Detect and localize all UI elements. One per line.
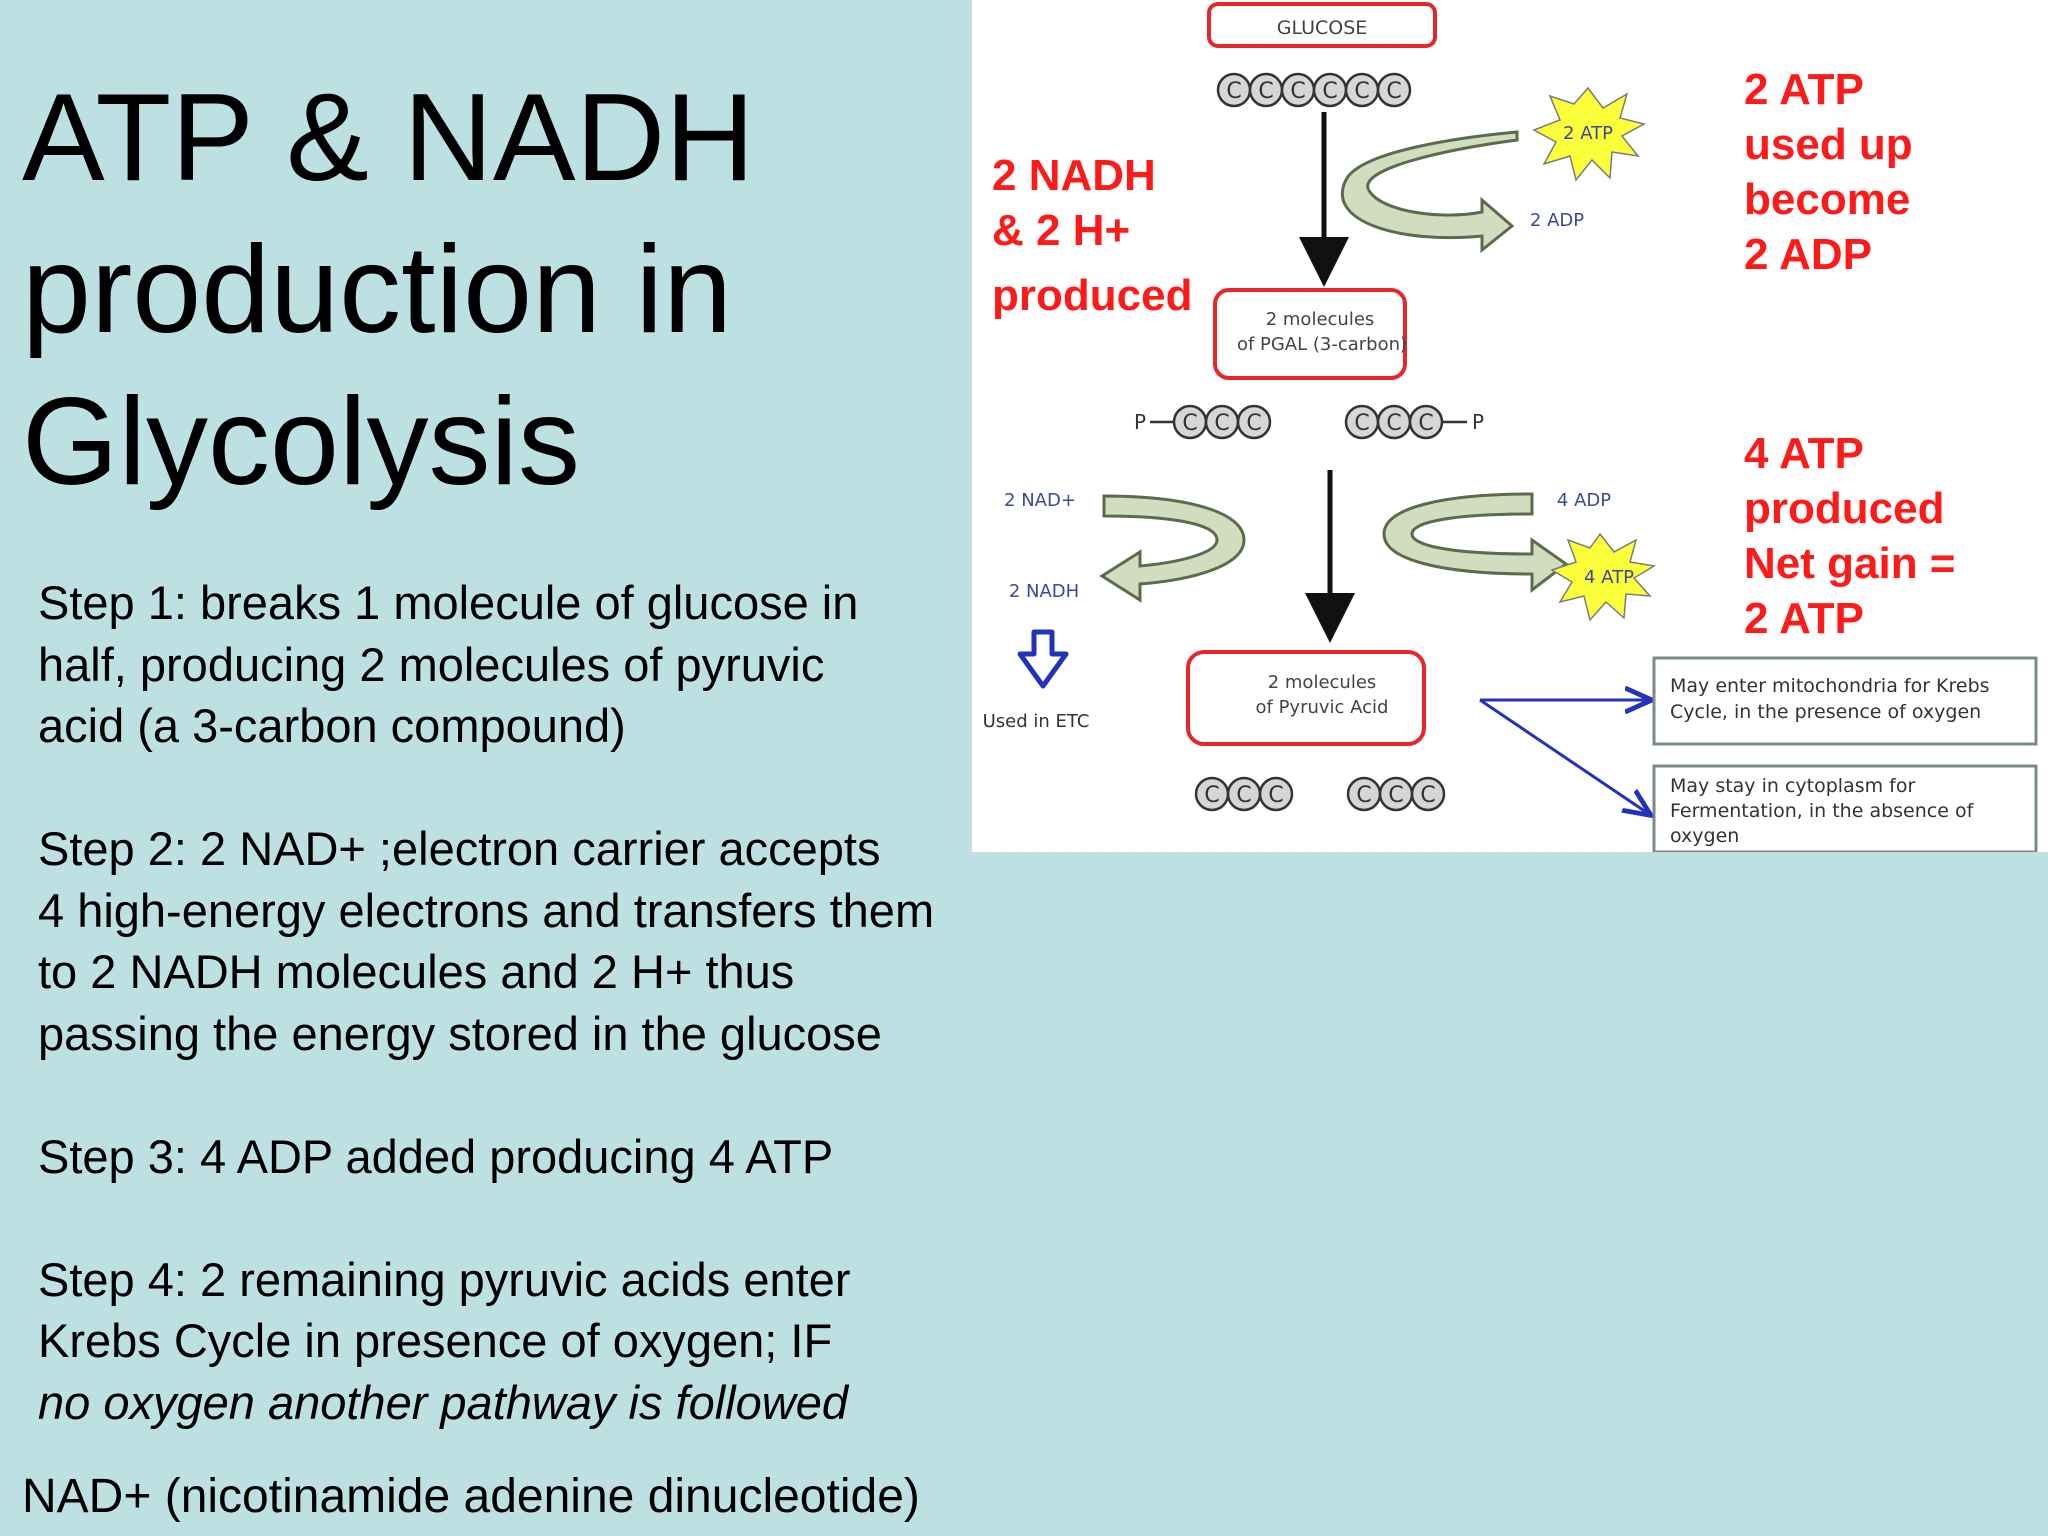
carbon-label: C — [1204, 783, 1219, 808]
atp-produced-annotation-line: 2 ATP — [1744, 594, 1864, 643]
step-4-line: Krebs Cycle in presence of oxygen; IF — [38, 1314, 833, 1367]
adp-out-label: 2 ADP — [1530, 210, 1584, 231]
glucose-label: GLUCOSE — [1277, 17, 1368, 39]
krebs-outcome-box — [1652, 656, 2038, 746]
carbon-label: C — [1386, 79, 1401, 104]
carbon-label: C — [1236, 783, 1251, 808]
fermentation-arrow — [1479, 698, 1646, 812]
step-1-line: Step 1: breaks 1 molecule of glucose in — [38, 576, 859, 629]
title-line-2: production in — [22, 221, 733, 359]
title-line-3: Glycolysis — [22, 373, 581, 511]
fermentation-outcome-box — [1652, 764, 2038, 852]
nad-footnote: NAD+ (nicotinamide adenine dinucleotide) — [22, 1470, 920, 1523]
carbon-label: C — [1226, 79, 1241, 104]
nadh-annotation-line: 2 NADH — [992, 151, 1156, 200]
atp-used-annotation-line: become — [1744, 175, 1911, 224]
fermentation-line-3: oxygen — [1670, 825, 1739, 847]
step-1: Step 1: breaks 1 molecule of glucose in … — [38, 572, 1038, 757]
pyruvic-line-2: of Pyruvic Acid — [1256, 697, 1389, 718]
adp-in-label: 4 ADP — [1557, 490, 1611, 511]
step-4-italic-line: no oxygen another pathway is followed — [38, 1375, 848, 1429]
phosphate-label: P — [1134, 410, 1146, 434]
step-4-line: Step 4: 2 remaining pyruvic acids enter — [38, 1252, 851, 1306]
atp-used-annotation-line: 2 ATP — [1744, 65, 1864, 114]
step-3-line: Step 3: 4 ADP added producing 4 ATP — [38, 1129, 834, 1183]
nadh-annotation-line: produced — [992, 271, 1193, 320]
carbon-atom — [1236, 404, 1272, 440]
phosphate-label: P — [1472, 410, 1484, 434]
pgal-box — [1213, 288, 1407, 380]
carbon-label: C — [1182, 411, 1197, 436]
step-2-line: passing the energy stored in the glucose — [38, 1006, 882, 1060]
carbon-label: C — [1418, 411, 1433, 436]
pyruvic-carbon-chains: C C C C C C — [1194, 776, 1446, 812]
step-4: Step 4: 2 remaining pyruvic acids enter … — [38, 1249, 1038, 1434]
atp-used-annotation: 2 ATP used up become 2 ADP — [1744, 62, 1913, 282]
atp-in-label: 2 ATP — [1563, 123, 1613, 144]
krebs-line-2: Cycle, in the presence of oxygen — [1670, 701, 1981, 723]
carbon-label: C — [1354, 411, 1369, 436]
step-2: Step 2: 2 NAD+ ;electron carrier accepts… — [38, 818, 1038, 1064]
pyruvic-line-1: 2 molecules — [1268, 672, 1377, 693]
nad-reduction-arrow — [1099, 494, 1246, 603]
carbon-label: C — [1246, 411, 1261, 436]
step-3: Step 3: 4 ADP added producing 4 ATP — [38, 1126, 1038, 1188]
carbon-label: C — [1258, 79, 1273, 104]
steps-text: Step 1: breaks 1 molecule of glucose in … — [38, 572, 1038, 1433]
used-in-etc-label: Used in ETC — [983, 711, 1090, 732]
krebs-line-1: May enter mitochondria for Krebs — [1670, 675, 1990, 697]
carbon-label: C — [1356, 783, 1371, 808]
carbon-atom — [1376, 72, 1412, 108]
pyruvic-box — [1186, 650, 1426, 746]
nadh-out-label: 2 NADH — [1009, 581, 1079, 602]
nadh-annotation-line: & 2 H+ — [992, 206, 1131, 255]
carbon-label: C — [1268, 783, 1283, 808]
pgal-line-1: 2 molecules — [1266, 309, 1375, 330]
carbon-label: C — [1214, 411, 1229, 436]
fermentation-line-2: Fermentation, in the absence of — [1670, 800, 1975, 822]
atp-production-arrow — [1382, 492, 1569, 594]
step-1-line: acid (a 3-carbon compound) — [38, 699, 626, 752]
step-1-line: half, producing 2 molecules of pyruvic — [38, 637, 825, 691]
carbon-atom — [1410, 776, 1446, 812]
carbon-label: C — [1354, 79, 1369, 104]
atp-used-annotation-line: 2 ADP — [1744, 230, 1872, 279]
atp-produced-annotation-line: produced — [1744, 484, 1945, 533]
glycolysis-diagram: GLUCOSE C C C C C C 2 ATP — [972, 0, 2048, 852]
title-line-1: ATP & NADH — [22, 69, 755, 207]
atp-consume-arrow — [1340, 130, 1519, 254]
pgal-carbon-chains: P C C C C C C P — [1134, 404, 1484, 440]
nadh-annotation: 2 NADH & 2 H+ produced — [992, 148, 1192, 323]
step-2-line: Step 2: 2 NAD+ ;electron carrier accepts — [38, 822, 881, 875]
carbon-label: C — [1420, 783, 1435, 808]
atp-used-annotation-line: used up — [1744, 120, 1913, 169]
step-2-line: 4 high-energy electrons and transfers th… — [38, 883, 935, 937]
glucose-carbon-chain: C C C C C C — [1216, 72, 1412, 108]
glucose-box — [1207, 2, 1437, 48]
diagram-svg: GLUCOSE C C C C C C 2 ATP — [983, 2, 2038, 852]
atp-star-bottom — [1550, 532, 1657, 622]
etc-arrow-icon — [1017, 629, 1069, 689]
nad-in-label: 2 NAD+ — [1004, 490, 1076, 511]
atp-produced-annotation-line: 4 ATP — [1744, 429, 1864, 478]
step-2-line: to 2 NADH molecules and 2 H+ thus — [38, 945, 795, 998]
pgal-line-2: of PGAL (3-carbon) — [1237, 334, 1407, 355]
atp-star-top — [1532, 86, 1647, 182]
carbon-label: C — [1322, 79, 1337, 104]
atp-produced-annotation: 4 ATP produced Net gain = 2 ATP — [1744, 426, 1956, 646]
carbon-atom — [1258, 776, 1294, 812]
carbon-label: C — [1290, 79, 1305, 104]
slide-title: ATP & NADH production in Glycolysis — [22, 62, 962, 518]
carbon-label: C — [1386, 411, 1401, 436]
carbon-label: C — [1388, 783, 1403, 808]
atp-out-label: 4 ATP — [1584, 567, 1634, 588]
atp-produced-annotation-line: Net gain = — [1744, 539, 1956, 588]
fermentation-line-1: May stay in cytoplasm for — [1670, 775, 1915, 797]
